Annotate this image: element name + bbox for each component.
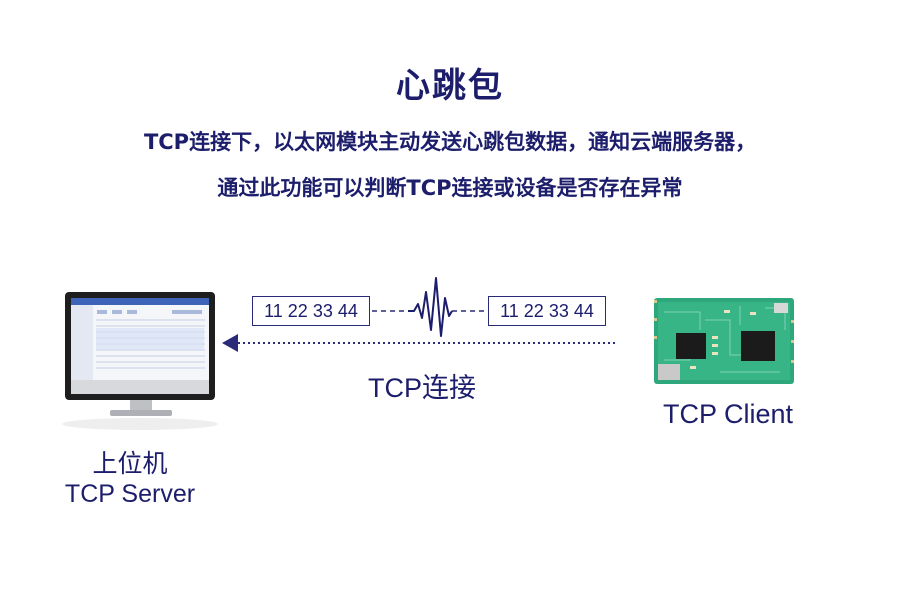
page-title: 心跳包 — [396, 66, 504, 106]
server-name: 上位机 — [92, 450, 168, 478]
packet-left: 11 22 33 44 — [252, 296, 370, 326]
pulse-wave-icon — [408, 277, 453, 337]
description-line-1: TCP连接下，以太网模块主动发送心跳包数据，通知云端服务器， — [143, 130, 757, 154]
circuit-board-icon — [654, 298, 794, 384]
monitor-icon — [62, 292, 218, 430]
packet-right: 11 22 33 44 — [488, 296, 606, 326]
description-line-2: 通过此功能可以判断TCP连接或设备是否存在异常 — [217, 176, 683, 200]
connection-arrow — [222, 334, 618, 352]
arrow-left-icon — [222, 334, 238, 352]
client-role: TCP Client — [662, 399, 794, 429]
connection-label: TCP连接 — [368, 373, 476, 403]
server-role: TCP Server — [64, 480, 196, 508]
